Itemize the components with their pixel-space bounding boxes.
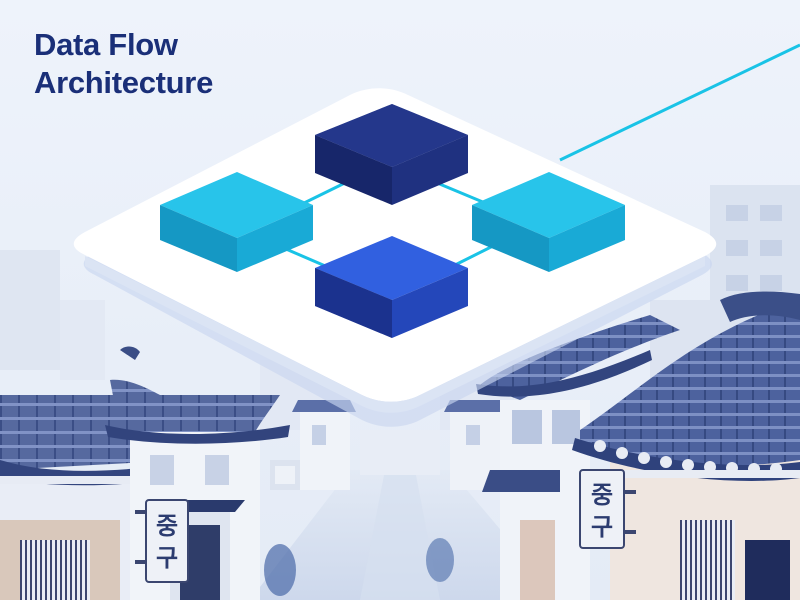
right-sign-mount [622,490,636,534]
right-street-sign: 중 구 [579,469,625,549]
left-sign-line2: 구 [156,544,178,572]
right-sign-line2: 구 [591,513,613,541]
block-right-cyan [472,172,625,272]
left-sign-mount [135,510,147,564]
block-top-navy [315,104,468,205]
right-hanok-buildings [426,291,800,600]
block-bottom-blue [315,236,468,338]
left-street-sign: 중 구 [145,499,189,583]
block-left-cyan [160,172,313,272]
street-houses-center [292,400,506,490]
title-line-1: Data Flow [34,27,178,62]
page-title: Data Flow Architecture [34,26,354,102]
title-line-2: Architecture [34,65,214,100]
right-sign-line1: 중 [591,481,613,509]
sky-connector-line [559,43,800,162]
left-sign-line1: 중 [156,512,178,540]
